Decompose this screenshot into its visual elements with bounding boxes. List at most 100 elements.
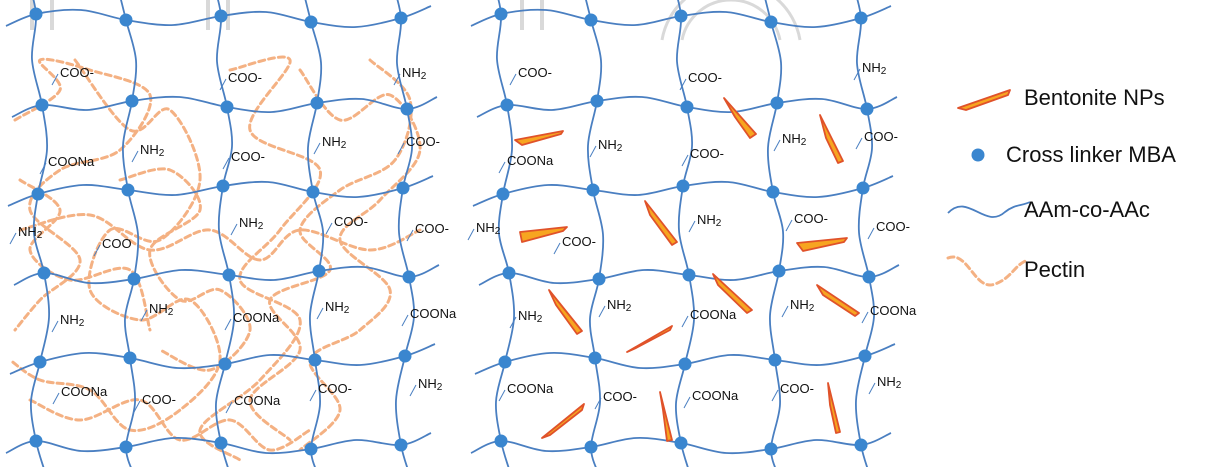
polymer-chain (764, 0, 785, 467)
crosslink-node (494, 7, 508, 21)
bentonite-particle (659, 391, 673, 442)
side-group-bond (393, 73, 401, 86)
bentonite-particle (626, 325, 673, 353)
crosslink-node (123, 351, 137, 365)
bentonite-particle (827, 382, 841, 434)
side-group-bond (325, 222, 333, 235)
crosslink-node (220, 100, 234, 114)
bentonite-particle (816, 284, 860, 317)
side-group-bond (598, 305, 606, 318)
functional-group-label: COONa (507, 381, 554, 396)
crosslink-node (674, 436, 688, 450)
side-group-bond (51, 320, 59, 333)
functional-group-label: COO- (142, 392, 176, 407)
crosslink-node (119, 440, 133, 454)
crosslink-node (766, 185, 780, 199)
crosslink-node (854, 11, 868, 25)
side-group-bond (773, 139, 781, 152)
crosslink-node (676, 179, 690, 193)
bentonite-particle (519, 226, 568, 243)
crosslink-node (218, 357, 232, 371)
crosslink-node (312, 264, 326, 278)
side-group-bond (679, 78, 687, 91)
crosslink-node (216, 179, 230, 193)
crosslink-node (308, 353, 322, 367)
functional-group-label: COONa (692, 388, 739, 403)
legend-label-copolymer: AAm-co-AAc (1024, 197, 1150, 222)
side-group-bond (589, 145, 597, 158)
crosslink-node (496, 187, 510, 201)
legend-symbol-pectin (946, 255, 1030, 287)
side-group-bond (771, 389, 779, 402)
side-group-bond (681, 154, 689, 167)
crosslink-node (35, 98, 49, 112)
crosslink-node (306, 185, 320, 199)
crosslink-node (29, 434, 43, 448)
side-group-bond (498, 161, 506, 174)
functional-group-label: COO- (780, 381, 814, 396)
side-group-bond (222, 157, 230, 170)
crosslink-node (586, 183, 600, 197)
watermark-arc (660, 0, 802, 41)
side-group-bond (681, 315, 689, 328)
crosslink-node (121, 183, 135, 197)
pectin-strand (18, 213, 422, 262)
legend-symbol-copolymer (947, 201, 1031, 218)
functional-group-label: NH2 (140, 142, 165, 159)
side-group-bond (553, 242, 561, 255)
pectin-strand (198, 55, 322, 462)
crosslink-node (398, 349, 412, 363)
polymer-chain (495, 0, 515, 467)
functional-group-label: COO- (60, 65, 94, 80)
crosslink-node (400, 102, 414, 116)
side-group-bond (131, 150, 139, 163)
side-group-bond (230, 223, 238, 236)
polymer-chain (855, 0, 875, 467)
functional-group-label: COONa (507, 153, 554, 168)
functional-group-label: NH2 (598, 137, 623, 154)
functional-group-label: COO- (406, 134, 440, 149)
functional-group-label: NH2 (325, 299, 350, 316)
crosslink-node (37, 266, 51, 280)
functional-group-label: COO- (690, 146, 724, 161)
functional-group-label: COO- (603, 389, 637, 404)
side-group-bond (225, 401, 233, 414)
functional-group-label: NH2 (418, 376, 443, 393)
side-group-bond (594, 397, 602, 410)
crosslink-node (584, 13, 598, 27)
functional-group-label: COO- (864, 129, 898, 144)
functional-group-label: NH2 (697, 212, 722, 229)
functional-group-label: COONa (61, 384, 108, 399)
pectin-strands (8, 55, 422, 462)
side-group-bond (853, 68, 861, 81)
watermark-bar (520, 0, 544, 30)
functional-group-label: NH2 (607, 297, 632, 314)
crosslink-node (768, 353, 782, 367)
side-group-bond (688, 220, 696, 233)
crosslink-node (590, 94, 604, 108)
crosslink-node (214, 436, 228, 450)
side-group-bond (309, 389, 317, 402)
pectin-strand (298, 68, 422, 452)
pectin-strand (8, 58, 222, 433)
functional-group-label: NH2 (60, 312, 85, 329)
side-group-bond (313, 142, 321, 155)
side-group-bond (855, 137, 863, 150)
crosslink-node (498, 355, 512, 369)
functional-group-label: COONa (690, 307, 737, 322)
functional-group-label: COO- (231, 149, 265, 164)
functional-group-label: COO- (562, 234, 596, 249)
side-group-bond (401, 314, 409, 327)
functional-group-label: COO- (794, 211, 828, 226)
crosslink-node (678, 357, 692, 371)
side-group-bond (509, 73, 517, 86)
functional-group-label: COO- (415, 221, 449, 236)
bentonite-particle (819, 114, 844, 164)
crosslink-node (500, 98, 514, 112)
functional-group-label: NH2 (402, 65, 427, 82)
crosslink-node (674, 9, 688, 23)
bentonite-particle (796, 237, 848, 252)
